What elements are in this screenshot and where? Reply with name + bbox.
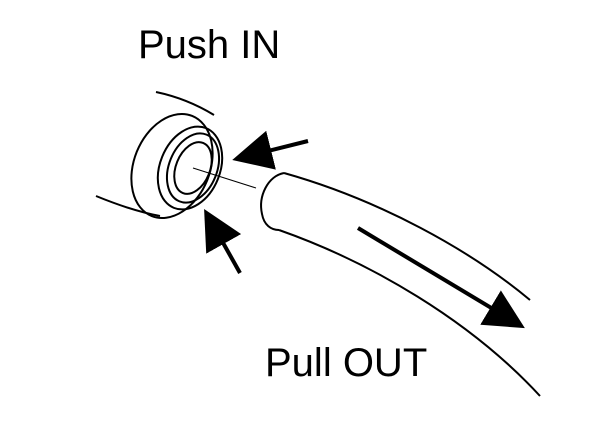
pull-out-label: Pull OUT [265,341,428,385]
tube-end [260,172,285,231]
fitting-outer-face [130,112,214,220]
fitting-body [95,91,215,220]
push-arrow-lower [204,209,242,274]
collet-outer-ring [156,125,224,211]
tube-top-edge [283,172,531,301]
push-in-label: Push IN [138,23,281,67]
push-arrow-right [232,130,309,170]
pull-arrow [356,226,525,329]
collet [156,125,224,211]
arrows [204,130,525,329]
tube [260,172,541,397]
fitting-bottom-edge [95,195,161,217]
collet-inner-bore [173,141,213,195]
fitting-top-edge [155,91,215,116]
tube-bottom-edge [278,229,541,397]
collet-middle-ring [165,132,221,204]
center-axis-line [192,167,257,189]
